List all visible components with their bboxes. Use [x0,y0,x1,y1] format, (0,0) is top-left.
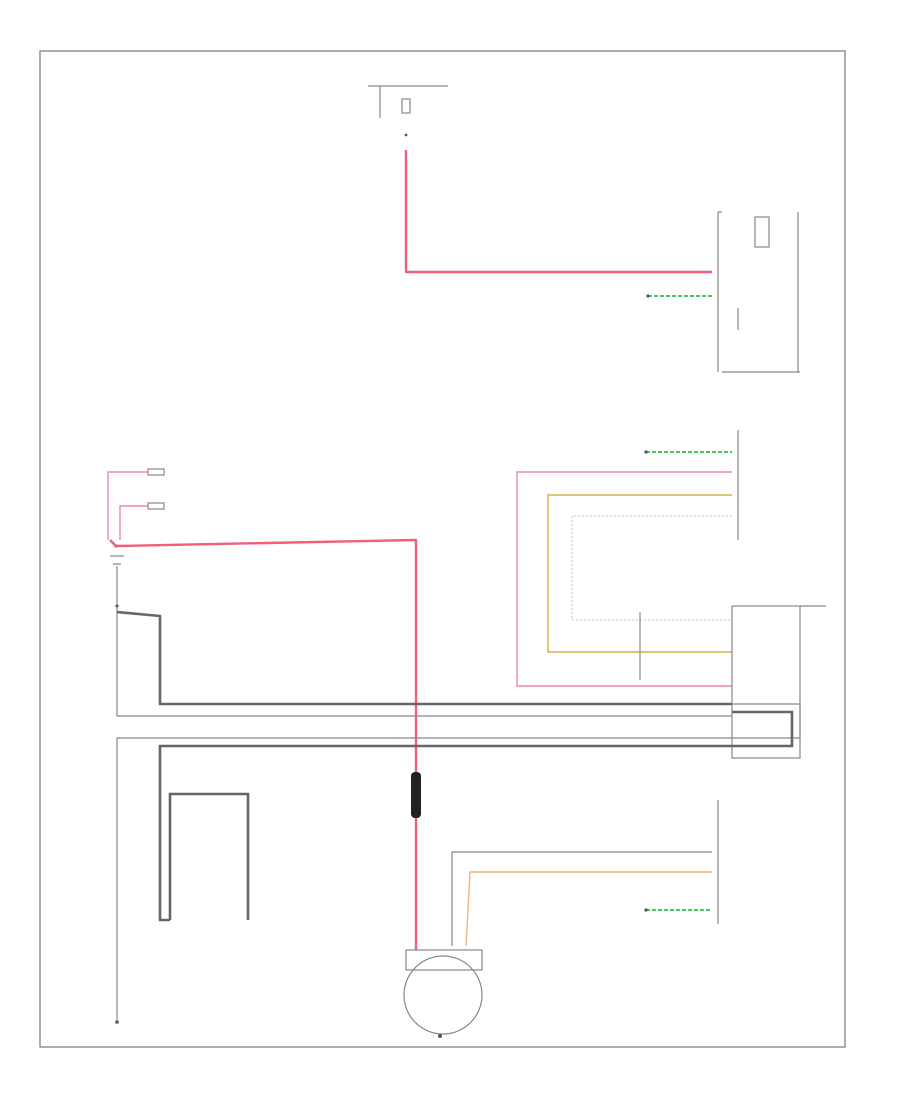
wire-batt-neg-dark [116,610,732,706]
fuse-connector-dot [404,133,408,137]
generator-housing [405,949,483,971]
fusible-link-icon [411,772,421,818]
wire-red-batt-conn2 [119,505,148,540]
ipc-box [717,211,722,372]
wire-red-fuse-to-ipc [404,150,712,274]
wire-ground-mid [168,792,250,920]
diagram-frame [39,50,846,1048]
battery [107,468,165,608]
generator [403,949,483,1038]
ecm-ground-dot [644,908,648,912]
instrument-panel-cluster [717,211,800,373]
wire-red-batt-conn1 [107,471,148,540]
ground-bottom-dot [115,1020,119,1024]
generator-icon [403,955,483,1035]
ipc-module-box [754,216,770,248]
wire-sensor-loop-dark [158,710,794,922]
wire-sensor-loop [116,703,801,1020]
sensor-box [731,605,801,759]
wire-signal-bcm-loop [571,515,732,621]
ipc-ground-dot [646,294,650,298]
battery-current-sensor [731,605,826,759]
wire-gen-signal-gray [451,851,712,946]
batt-conn2-box [147,502,165,510]
wire-pink-bcm-loop [516,471,732,687]
fuse-icon [401,98,411,114]
wire-gen-signal-orange [465,871,712,947]
wire-batt-neg-gray [116,606,732,717]
bcm-ground-dot [644,450,648,454]
generator-ground-dot [438,1034,442,1038]
fuse-block-top [368,85,448,137]
batt-conn1-box [147,468,165,476]
